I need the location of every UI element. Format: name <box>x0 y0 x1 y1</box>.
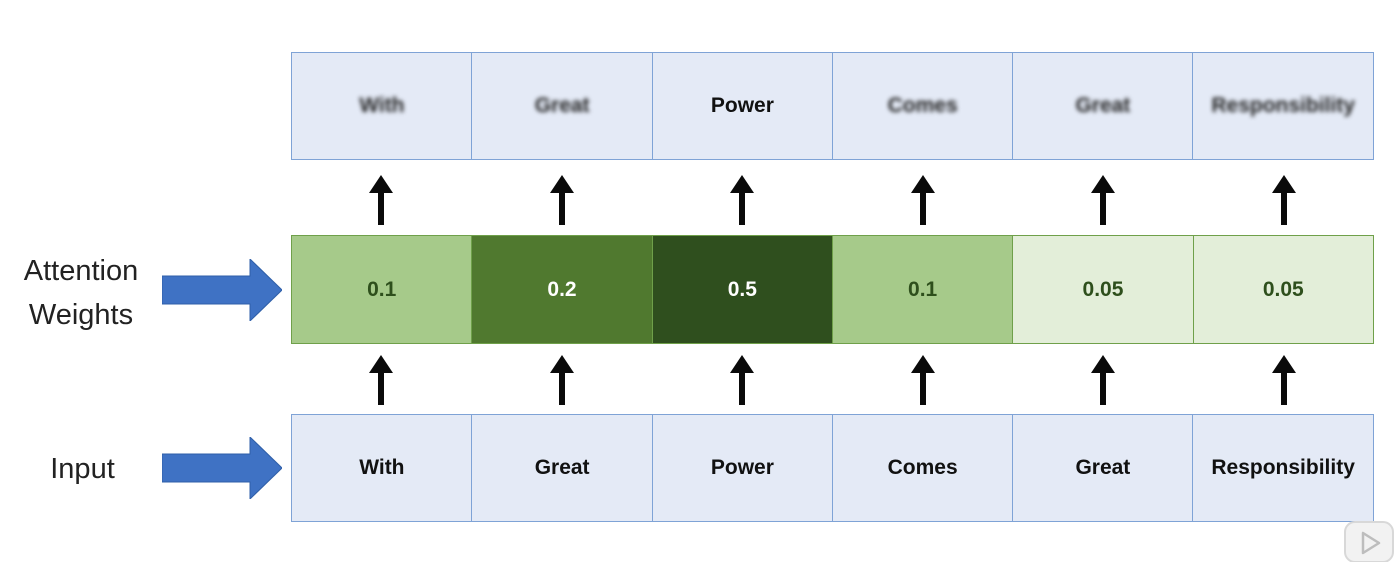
lower-arrow-row <box>291 355 1374 407</box>
output-token-text: Great <box>1075 94 1131 117</box>
output-token-cell: Comes <box>831 52 1014 160</box>
input-token-cell: Responsibility <box>1192 414 1374 522</box>
arrow-up-icon <box>730 175 755 225</box>
input-token-text: Responsibility <box>1211 456 1355 479</box>
weight-value: 0.05 <box>1262 277 1304 301</box>
output-token-text: Power <box>710 94 774 117</box>
input-label: Input <box>50 453 115 485</box>
output-token-text: Comes <box>887 94 958 117</box>
attention-label-line1: Attention <box>23 255 139 287</box>
weight-value: 0.1 <box>367 277 397 301</box>
input-token-cell: With <box>291 414 473 522</box>
arrow-up-icon <box>910 175 935 225</box>
output-token-text: Responsibility <box>1211 94 1355 117</box>
weight-value: 0.05 <box>1082 277 1124 301</box>
input-token-cell: Power <box>651 414 834 522</box>
output-token-text: Great <box>534 94 590 117</box>
arrow-up-icon <box>369 175 394 225</box>
weight-cell: 0.1 <box>291 235 473 344</box>
arrow-right-icon <box>162 259 282 321</box>
input-token-text: Power <box>710 456 774 479</box>
input-token-text: Comes <box>887 456 958 479</box>
input-token-text: With <box>359 456 405 479</box>
output-token-cell: Great <box>471 52 653 160</box>
attention-weights-row: 0.1 0.2 0.5 0.1 0.05 0.05 <box>291 235 1374 344</box>
input-token-text: Great <box>534 456 590 479</box>
weight-cell: 0.2 <box>471 235 653 344</box>
input-token-cell: Comes <box>831 414 1014 522</box>
arrow-up-icon <box>730 355 755 405</box>
weight-cell: 0.05 <box>1012 235 1194 344</box>
output-token-text: With <box>359 94 405 117</box>
weight-value: 0.1 <box>908 277 938 301</box>
output-token-cell: Responsibility <box>1192 52 1374 160</box>
input-token-row: With Great Power Comes Great Responsibility <box>291 414 1374 522</box>
output-token-row: With Great Power Comes Great Responsibility <box>291 52 1374 160</box>
weight-value: 0.2 <box>547 277 577 301</box>
attention-label-line2: Weights <box>28 299 134 331</box>
play-icon[interactable] <box>1343 520 1395 562</box>
output-token-cell: With <box>291 52 473 160</box>
arrow-up-icon <box>549 355 574 405</box>
arrow-up-icon <box>549 175 574 225</box>
weight-value: 0.5 <box>727 277 757 301</box>
weight-cell: 0.5 <box>651 235 833 344</box>
input-token-cell: Great <box>1012 414 1194 522</box>
weight-cell: 0.1 <box>831 235 1014 344</box>
input-token-cell: Great <box>471 414 653 522</box>
weight-cell: 0.05 <box>1192 235 1374 344</box>
output-token-cell: Power <box>651 52 834 160</box>
upper-arrow-row <box>291 175 1374 227</box>
arrow-right-icon <box>162 437 282 499</box>
attention-weights-label: Attention Weights <box>6 249 156 337</box>
arrow-up-icon <box>369 355 394 405</box>
input-token-text: Great <box>1075 456 1131 479</box>
arrow-up-icon <box>1271 355 1296 405</box>
arrow-up-icon <box>1271 175 1296 225</box>
output-token-cell: Great <box>1012 52 1194 160</box>
arrow-up-icon <box>1091 355 1116 405</box>
arrow-up-icon <box>910 355 935 405</box>
arrow-up-icon <box>1091 175 1116 225</box>
